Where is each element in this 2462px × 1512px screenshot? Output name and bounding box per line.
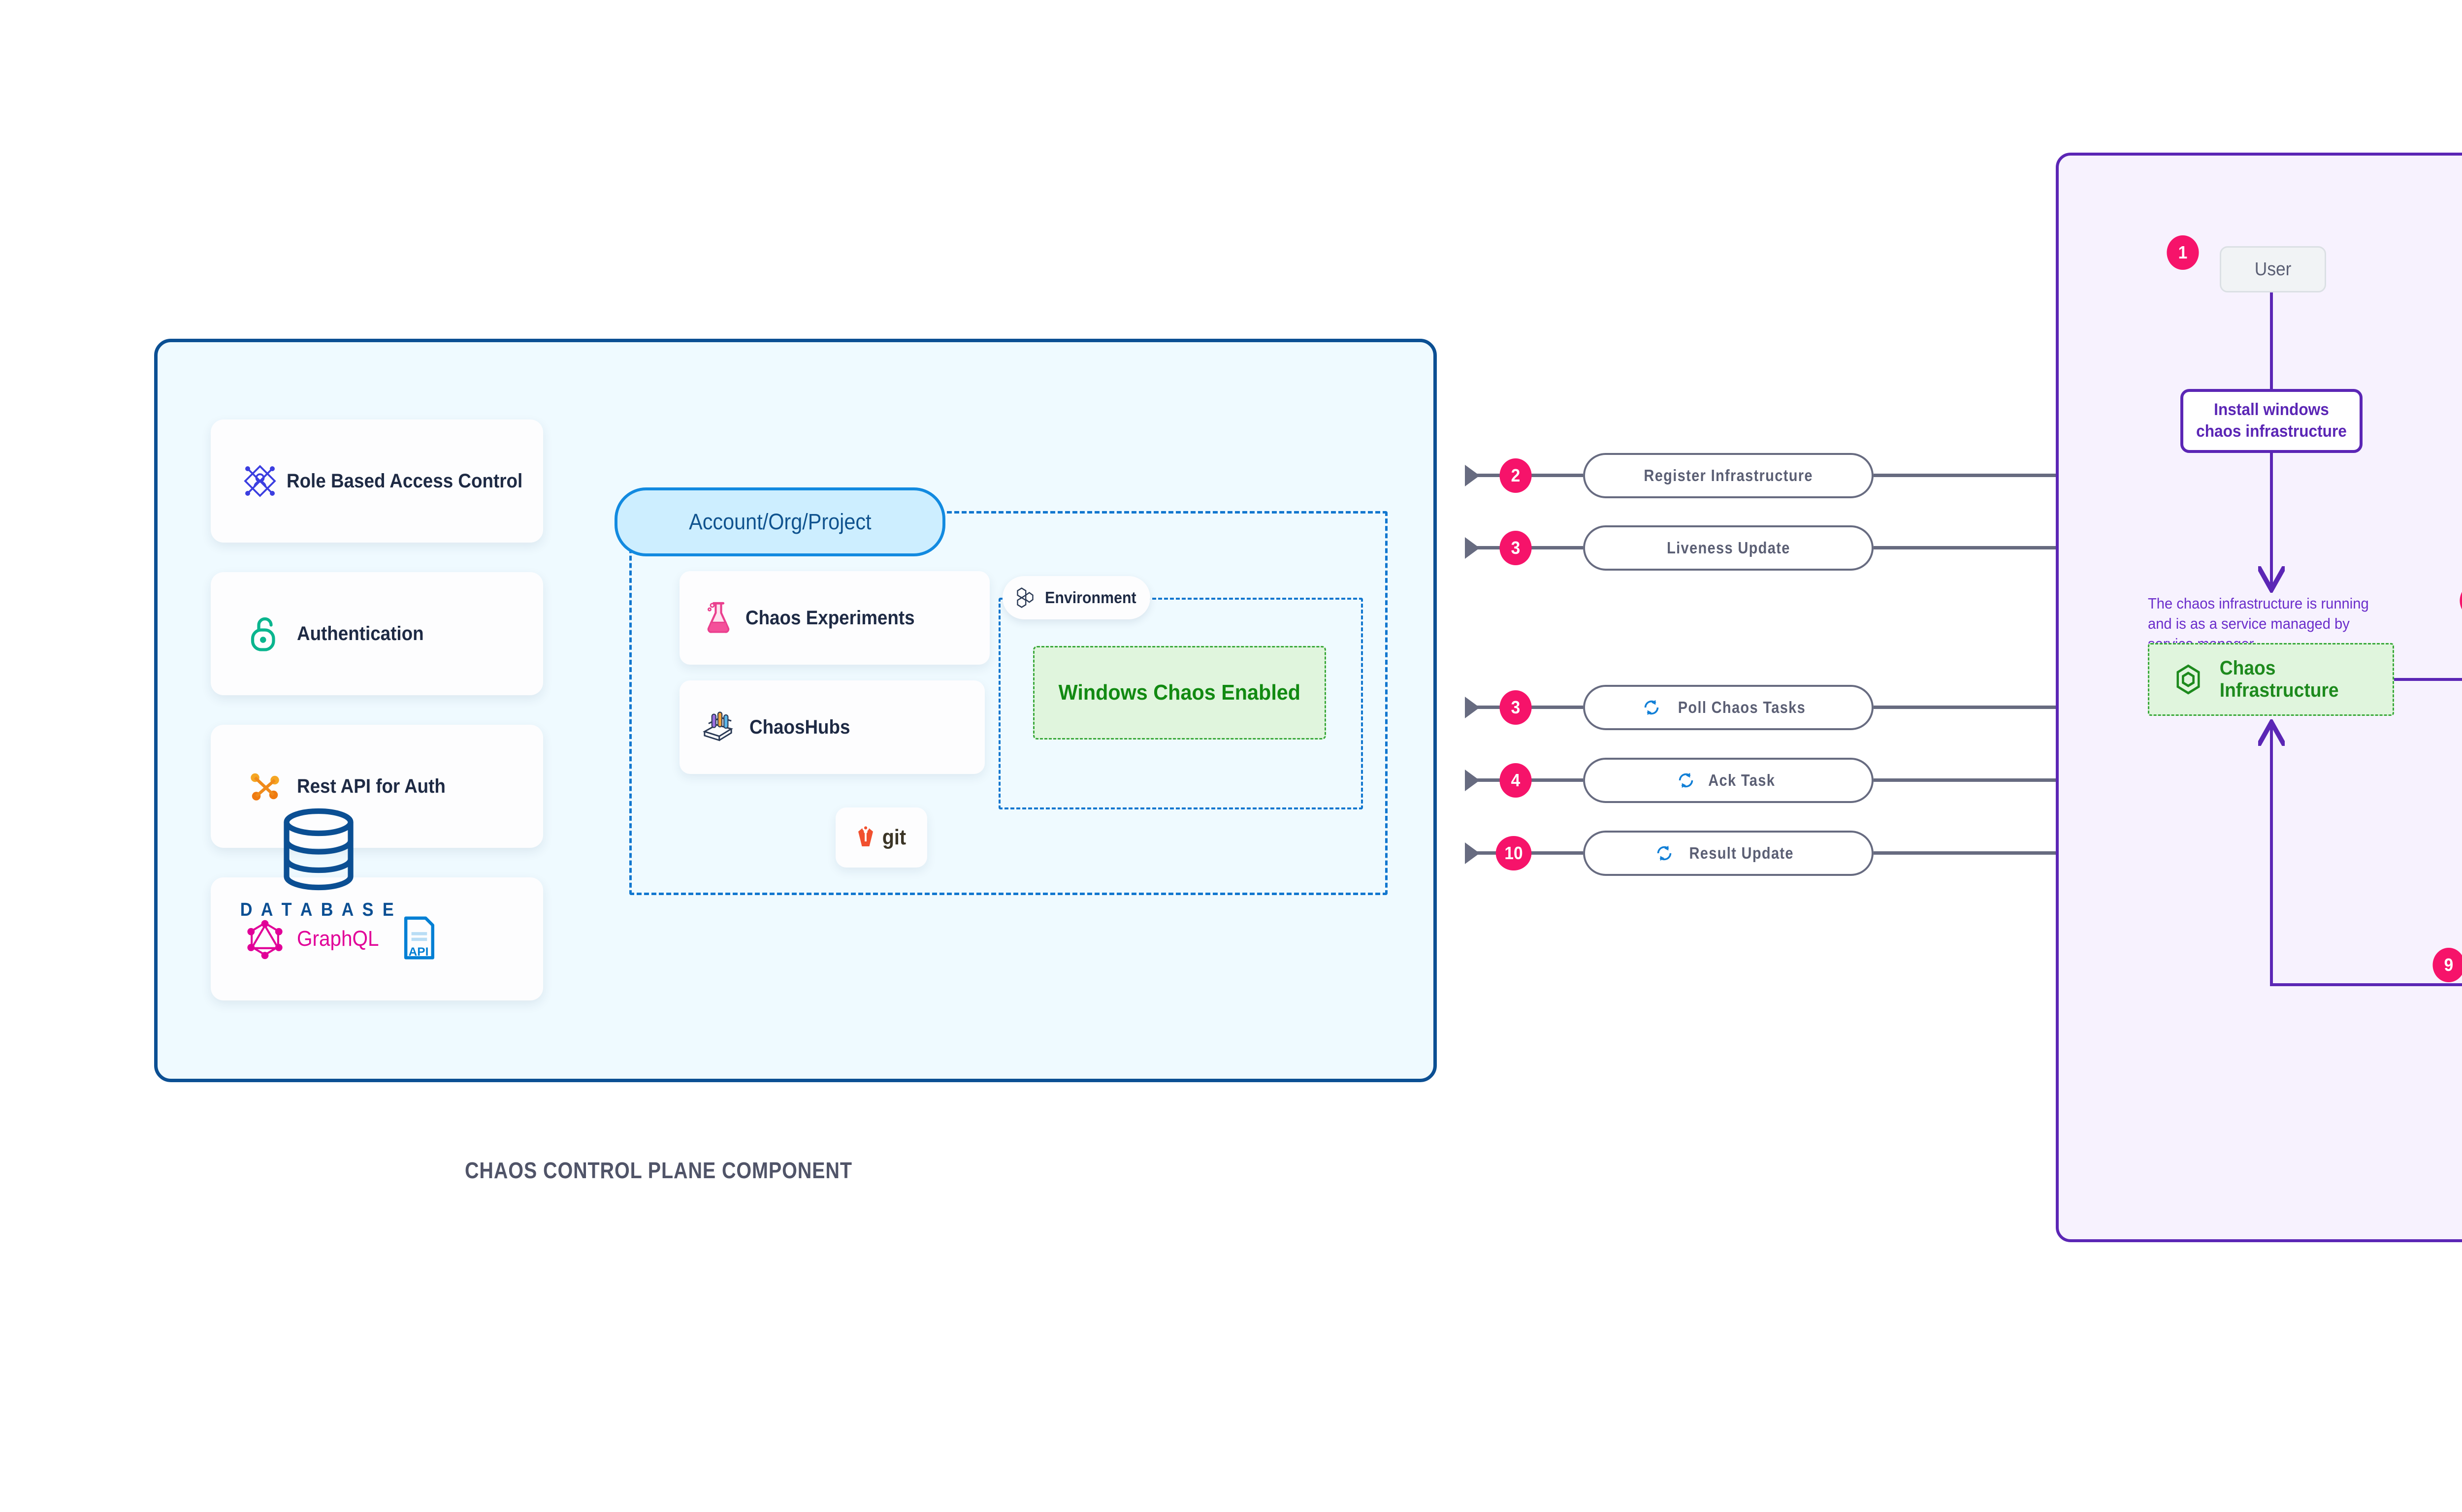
connector-line-right-3 [1874,778,2061,782]
connector-line-right-0 [1874,474,2061,477]
feature-card-graphql[interactable]: GraphQL API [211,877,543,1000]
user-label: User [2254,258,2292,280]
flask-icon [704,599,733,637]
connector-arrowhead-3 [1465,770,1480,791]
svg-text:API: API [409,945,429,958]
account-org-project-region [629,511,1388,895]
feature-label: Role Based Access Control [287,470,523,492]
resource-label: ChaosHubs [749,716,850,738]
rbac-icon [233,461,287,501]
connector-arrowhead-0 [1465,465,1480,486]
connector-line-right-2 [1874,706,2061,709]
chaos-infrastructure-label: Chaos Infrastructure [2219,657,2339,701]
windows-chaos-enabled-label: Windows Chaos Enabled [1058,680,1301,705]
connector-label: Register Infrastructure [1644,466,1813,484]
step-badge-2: 2 [1499,458,1532,493]
connector-pill-result-update[interactable]: Result Update [1583,831,1874,876]
account-org-project-pill[interactable]: Account/Org/Project [615,487,945,556]
feature-card-rest-api[interactable]: Rest API for Auth [211,725,543,848]
step-badge-6: 6 [2460,583,2462,618]
connector-arrowhead-2 [1465,697,1480,718]
install-windows-chaos-infrastructure-box[interactable]: Install windows chaos infrastructure [2180,389,2363,453]
windows-chaos-enabled-box: Windows Chaos Enabled [1033,646,1326,740]
connector-label: Result Update [1689,844,1794,862]
connector-pill-register-infrastructure[interactable]: Register Infrastructure [1583,453,1874,498]
step-badge-9: 9 [2432,948,2462,982]
test-tube-rack-icon [699,708,737,746]
resource-card-chaoshubs[interactable]: ChaosHubs [680,680,985,774]
control-plane-caption: CHAOS CONTROL PLANE COMPONENT [465,1158,852,1183]
lock-icon [233,614,297,653]
step-badge-3b: 3 [1499,690,1532,725]
resource-label: Chaos Experiments [745,607,915,629]
connector-pill-ack-task[interactable]: Ack Task [1583,758,1874,803]
feature-card-authentication[interactable]: Authentication [211,572,543,695]
git-label: git [882,825,907,849]
user-box[interactable]: User [2220,246,2326,292]
sync-icon [1643,699,1660,716]
chaos-infrastructure-box[interactable]: Chaos Infrastructure [2148,643,2394,716]
feature-label: Rest API for Auth [297,775,446,797]
hexagon-double-icon [2175,664,2202,695]
database-label: D A T A B A S E [240,900,396,920]
connector-label: Ack Task [1708,771,1775,789]
sync-icon [1655,844,1673,862]
connector-pill-liveness-update[interactable]: Liveness Update [1583,525,1874,571]
rest-api-icon [233,767,297,806]
connector-line-right-4 [1874,851,2061,855]
step-badge-4: 4 [1499,763,1532,798]
account-org-project-label: Account/Org/Project [688,509,872,534]
sync-icon [1677,772,1695,789]
git-card[interactable]: git [836,807,927,868]
connector-label: Poll Chaos Tasks [1678,698,1806,716]
hexagon-cluster-icon [1016,587,1035,609]
step-badge-1: 1 [2167,235,2199,270]
feature-label: GraphQL [297,927,379,951]
database-icon [282,807,356,896]
environment-label: Environment [1045,588,1136,607]
feature-label: Authentication [297,622,424,644]
step-badge-10: 10 [1495,836,1532,870]
connector-label: Liveness Update [1666,539,1790,557]
connector-arrowhead-1 [1465,537,1480,559]
feature-card-rbac[interactable]: Role Based Access Control [211,419,543,543]
graphql-icon [233,918,297,960]
environment-region [999,598,1363,809]
environment-badge[interactable]: Environment [1003,576,1150,619]
connector-arrowhead-4 [1465,842,1480,864]
install-box-label: Install windows chaos infrastructure [2196,400,2347,441]
connector-pill-poll-chaos-tasks[interactable]: Poll Chaos Tasks [1583,685,1874,730]
resource-card-chaos-experiments[interactable]: Chaos Experiments [680,571,990,665]
git-icon [855,824,876,851]
step-badge-3a: 3 [1499,531,1532,565]
api-doc-icon: API [400,915,437,963]
connector-line-right-1 [1874,546,2061,549]
